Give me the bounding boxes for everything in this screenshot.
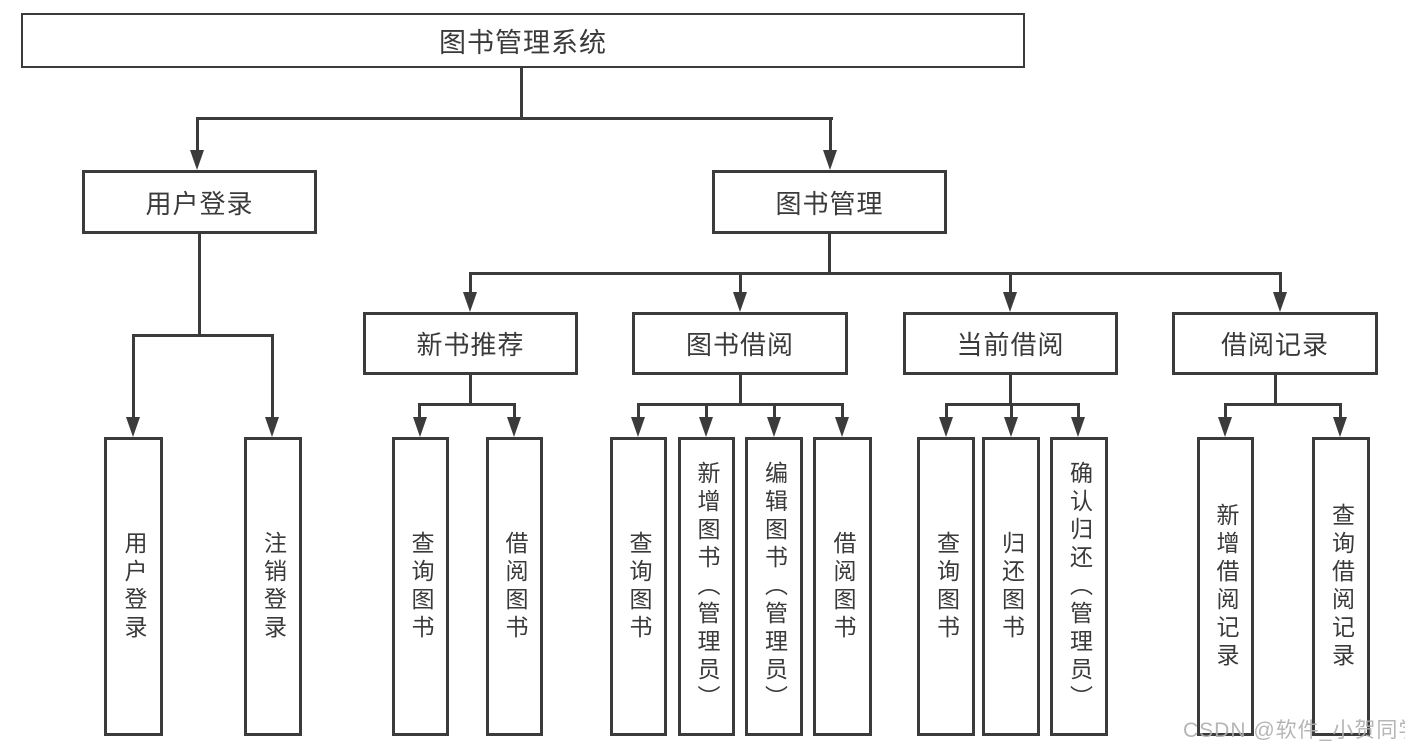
leaf-edit-book-admin: 编辑图书（管理员）	[745, 437, 803, 736]
connector-hline	[469, 272, 1282, 275]
connector-vline	[829, 117, 832, 154]
connector-vline	[773, 403, 776, 420]
connector-hline	[1224, 403, 1341, 406]
node-book-borrowing: 图书借阅	[632, 312, 848, 375]
connector-vline	[418, 403, 421, 420]
node-label: 新书推荐	[416, 330, 525, 360]
connector-hline	[197, 117, 833, 120]
leaf-borrow-books-recommend: 借阅图书	[486, 437, 543, 736]
node-label: 查询借阅记录	[1328, 502, 1355, 671]
arrow-down-icon	[190, 150, 204, 170]
connector-vline	[1077, 403, 1080, 420]
arrow-down-icon	[1333, 417, 1347, 437]
connector-vline	[739, 272, 742, 296]
connector-vline	[196, 117, 199, 154]
connector-hline	[132, 334, 274, 337]
node-label: 编辑图书（管理员）	[761, 460, 788, 713]
connector-vline	[1010, 403, 1013, 420]
node-label: 确认归还（管理员）	[1066, 460, 1093, 713]
arrow-down-icon	[1003, 292, 1017, 312]
arrow-down-icon	[1218, 417, 1232, 437]
leaf-add-book-admin: 新增图书（管理员）	[678, 437, 735, 736]
node-label: 借阅图书	[830, 530, 856, 643]
leaf-logout: 注销登录	[244, 437, 302, 736]
node-label: 借阅图书	[502, 530, 528, 643]
connector-vline	[1274, 375, 1277, 406]
connector-vline	[828, 234, 831, 275]
arrow-down-icon	[1273, 292, 1287, 312]
leaf-query-borrow-record: 查询借阅记录	[1312, 437, 1370, 736]
connector-vline	[513, 403, 516, 420]
connector-vline	[637, 403, 640, 420]
node-new-book-recommendation: 新书推荐	[363, 312, 578, 375]
arrow-down-icon	[699, 417, 713, 437]
csdn-watermark: CSDN @软件_小贺同学	[1183, 719, 1405, 742]
node-label: 新增图书（管理员）	[694, 460, 720, 713]
node-borrowing-records: 借阅记录	[1172, 312, 1378, 375]
node-library-management-system: 图书管理系统	[21, 13, 1025, 68]
connector-vline	[271, 334, 274, 420]
node-user-login: 用户登录	[82, 170, 317, 234]
leaf-query-books-current: 查询图书	[917, 437, 975, 736]
arrow-down-icon	[1004, 417, 1018, 437]
connector-vline	[469, 272, 472, 296]
connector-vline	[739, 375, 742, 406]
connector-vline	[1224, 403, 1227, 420]
connector-vline	[1279, 272, 1282, 296]
node-label: 图书管理	[775, 188, 884, 219]
connector-vline	[1009, 375, 1012, 406]
connector-vline	[198, 233, 201, 337]
connector-vline	[705, 403, 708, 420]
leaf-add-borrow-record: 新增借阅记录	[1197, 437, 1254, 736]
arrow-down-icon	[413, 417, 427, 437]
node-label: 新增借阅记录	[1213, 502, 1239, 671]
node-label: 归还图书	[998, 530, 1025, 643]
leaf-return-book: 归还图书	[982, 437, 1040, 736]
connector-hline	[418, 403, 516, 406]
node-label: 借阅记录	[1220, 330, 1329, 360]
connector-vline	[1009, 272, 1012, 296]
leaf-query-books-borrowing: 查询图书	[610, 437, 667, 736]
node-label: 查询图书	[626, 530, 652, 643]
node-label: 注销登录	[260, 530, 287, 643]
arrow-down-icon	[835, 417, 849, 437]
node-label: 查询图书	[933, 530, 960, 643]
arrow-down-icon	[507, 417, 521, 437]
node-label: 用户登录	[121, 530, 147, 643]
connector-hline	[637, 403, 843, 406]
arrow-down-icon	[939, 417, 953, 437]
arrow-down-icon	[126, 417, 140, 437]
arrow-down-icon	[463, 292, 477, 312]
leaf-borrow-books: 借阅图书	[813, 437, 872, 736]
node-label: 图书借阅	[685, 330, 794, 360]
node-current-borrowing: 当前借阅	[903, 312, 1118, 375]
arrow-down-icon	[823, 150, 837, 170]
connector-vline	[469, 375, 472, 406]
node-label: 当前借阅	[956, 330, 1065, 360]
leaf-confirm-return-admin: 确认归还（管理员）	[1050, 437, 1108, 736]
leaf-user-login: 用户登录	[104, 437, 163, 736]
connector-vline	[520, 67, 523, 119]
node-label: 图书管理系统	[439, 28, 607, 58]
connector-vline	[841, 403, 844, 420]
arrow-down-icon	[1071, 417, 1085, 437]
arrow-down-icon	[733, 292, 747, 312]
leaf-query-books-recommend: 查询图书	[392, 437, 449, 736]
node-label: 用户登录	[145, 188, 254, 219]
arrow-down-icon	[265, 417, 279, 437]
connector-vline	[945, 403, 948, 420]
node-label: 查询图书	[408, 530, 434, 643]
arrow-down-icon	[767, 417, 781, 437]
node-book-management: 图书管理	[712, 170, 947, 234]
connector-vline	[132, 334, 135, 420]
connector-vline	[1339, 403, 1342, 420]
arrow-down-icon	[631, 417, 645, 437]
